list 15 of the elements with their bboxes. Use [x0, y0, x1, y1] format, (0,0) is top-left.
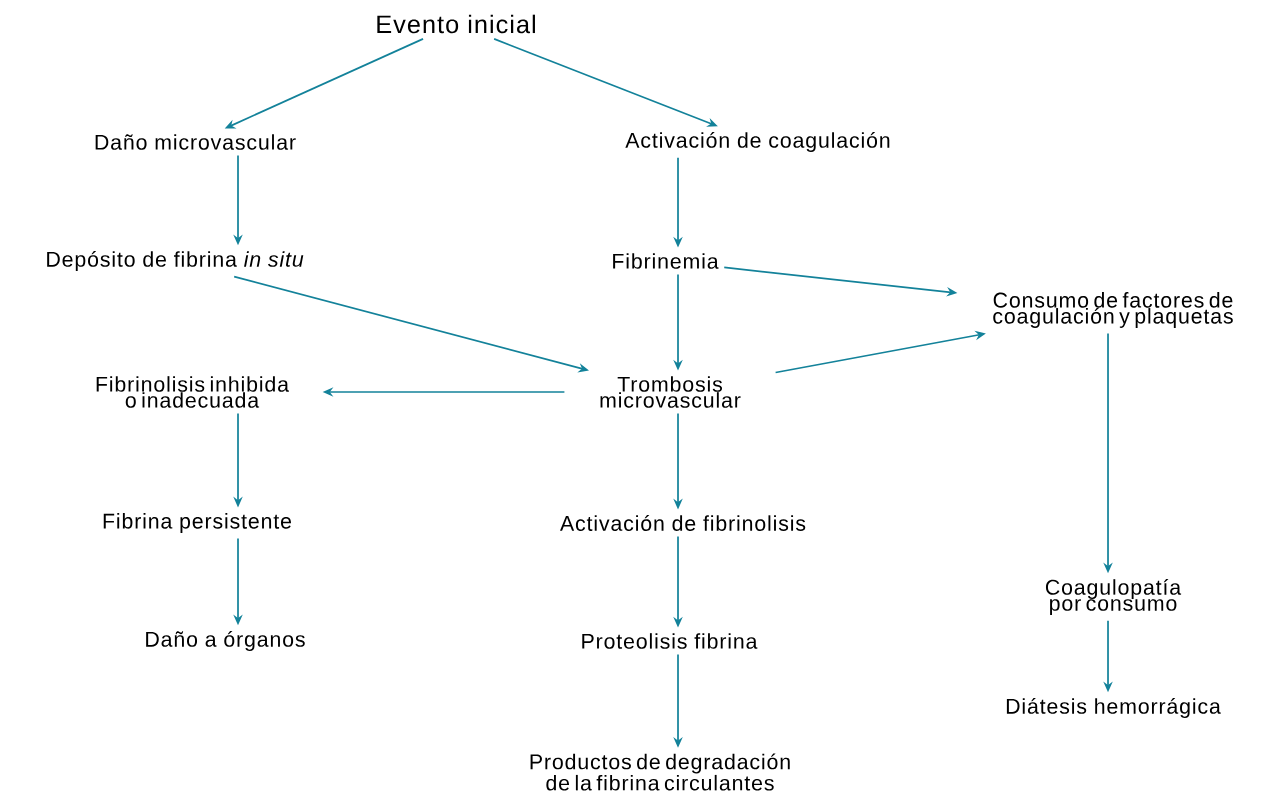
- label-text: Daño microvascular: [95, 134, 296, 150]
- label-text: Coagulopatía por consumo: [1045, 578, 1182, 616]
- label-text: Fibrinolisis inhibida o inadecuada: [96, 376, 289, 408]
- label-text: Evento inicial: [377, 14, 535, 34]
- label-text: Consumo de factores de coagulación y plaquetas: [993, 292, 1233, 328]
- label-text: Activación de fibrinolisis: [560, 515, 806, 531]
- label-text: Diátesis hemorrágica: [1006, 697, 1221, 719]
- label-text: Fibrinemia: [613, 253, 719, 269]
- label-text: Activación de coagulación: [625, 131, 890, 153]
- label-text: Trombosis microvascular: [600, 376, 741, 408]
- label-text: Fibrina persistente: [103, 513, 291, 533]
- label-text: Depósito de fibrina in situ: [47, 250, 304, 272]
- label-text: Proteolisis fibrina: [582, 633, 758, 649]
- label-text: Productos de degradación de la fibrina circulantes: [530, 753, 790, 791]
- label-text: Daño a órganos: [146, 630, 305, 652]
